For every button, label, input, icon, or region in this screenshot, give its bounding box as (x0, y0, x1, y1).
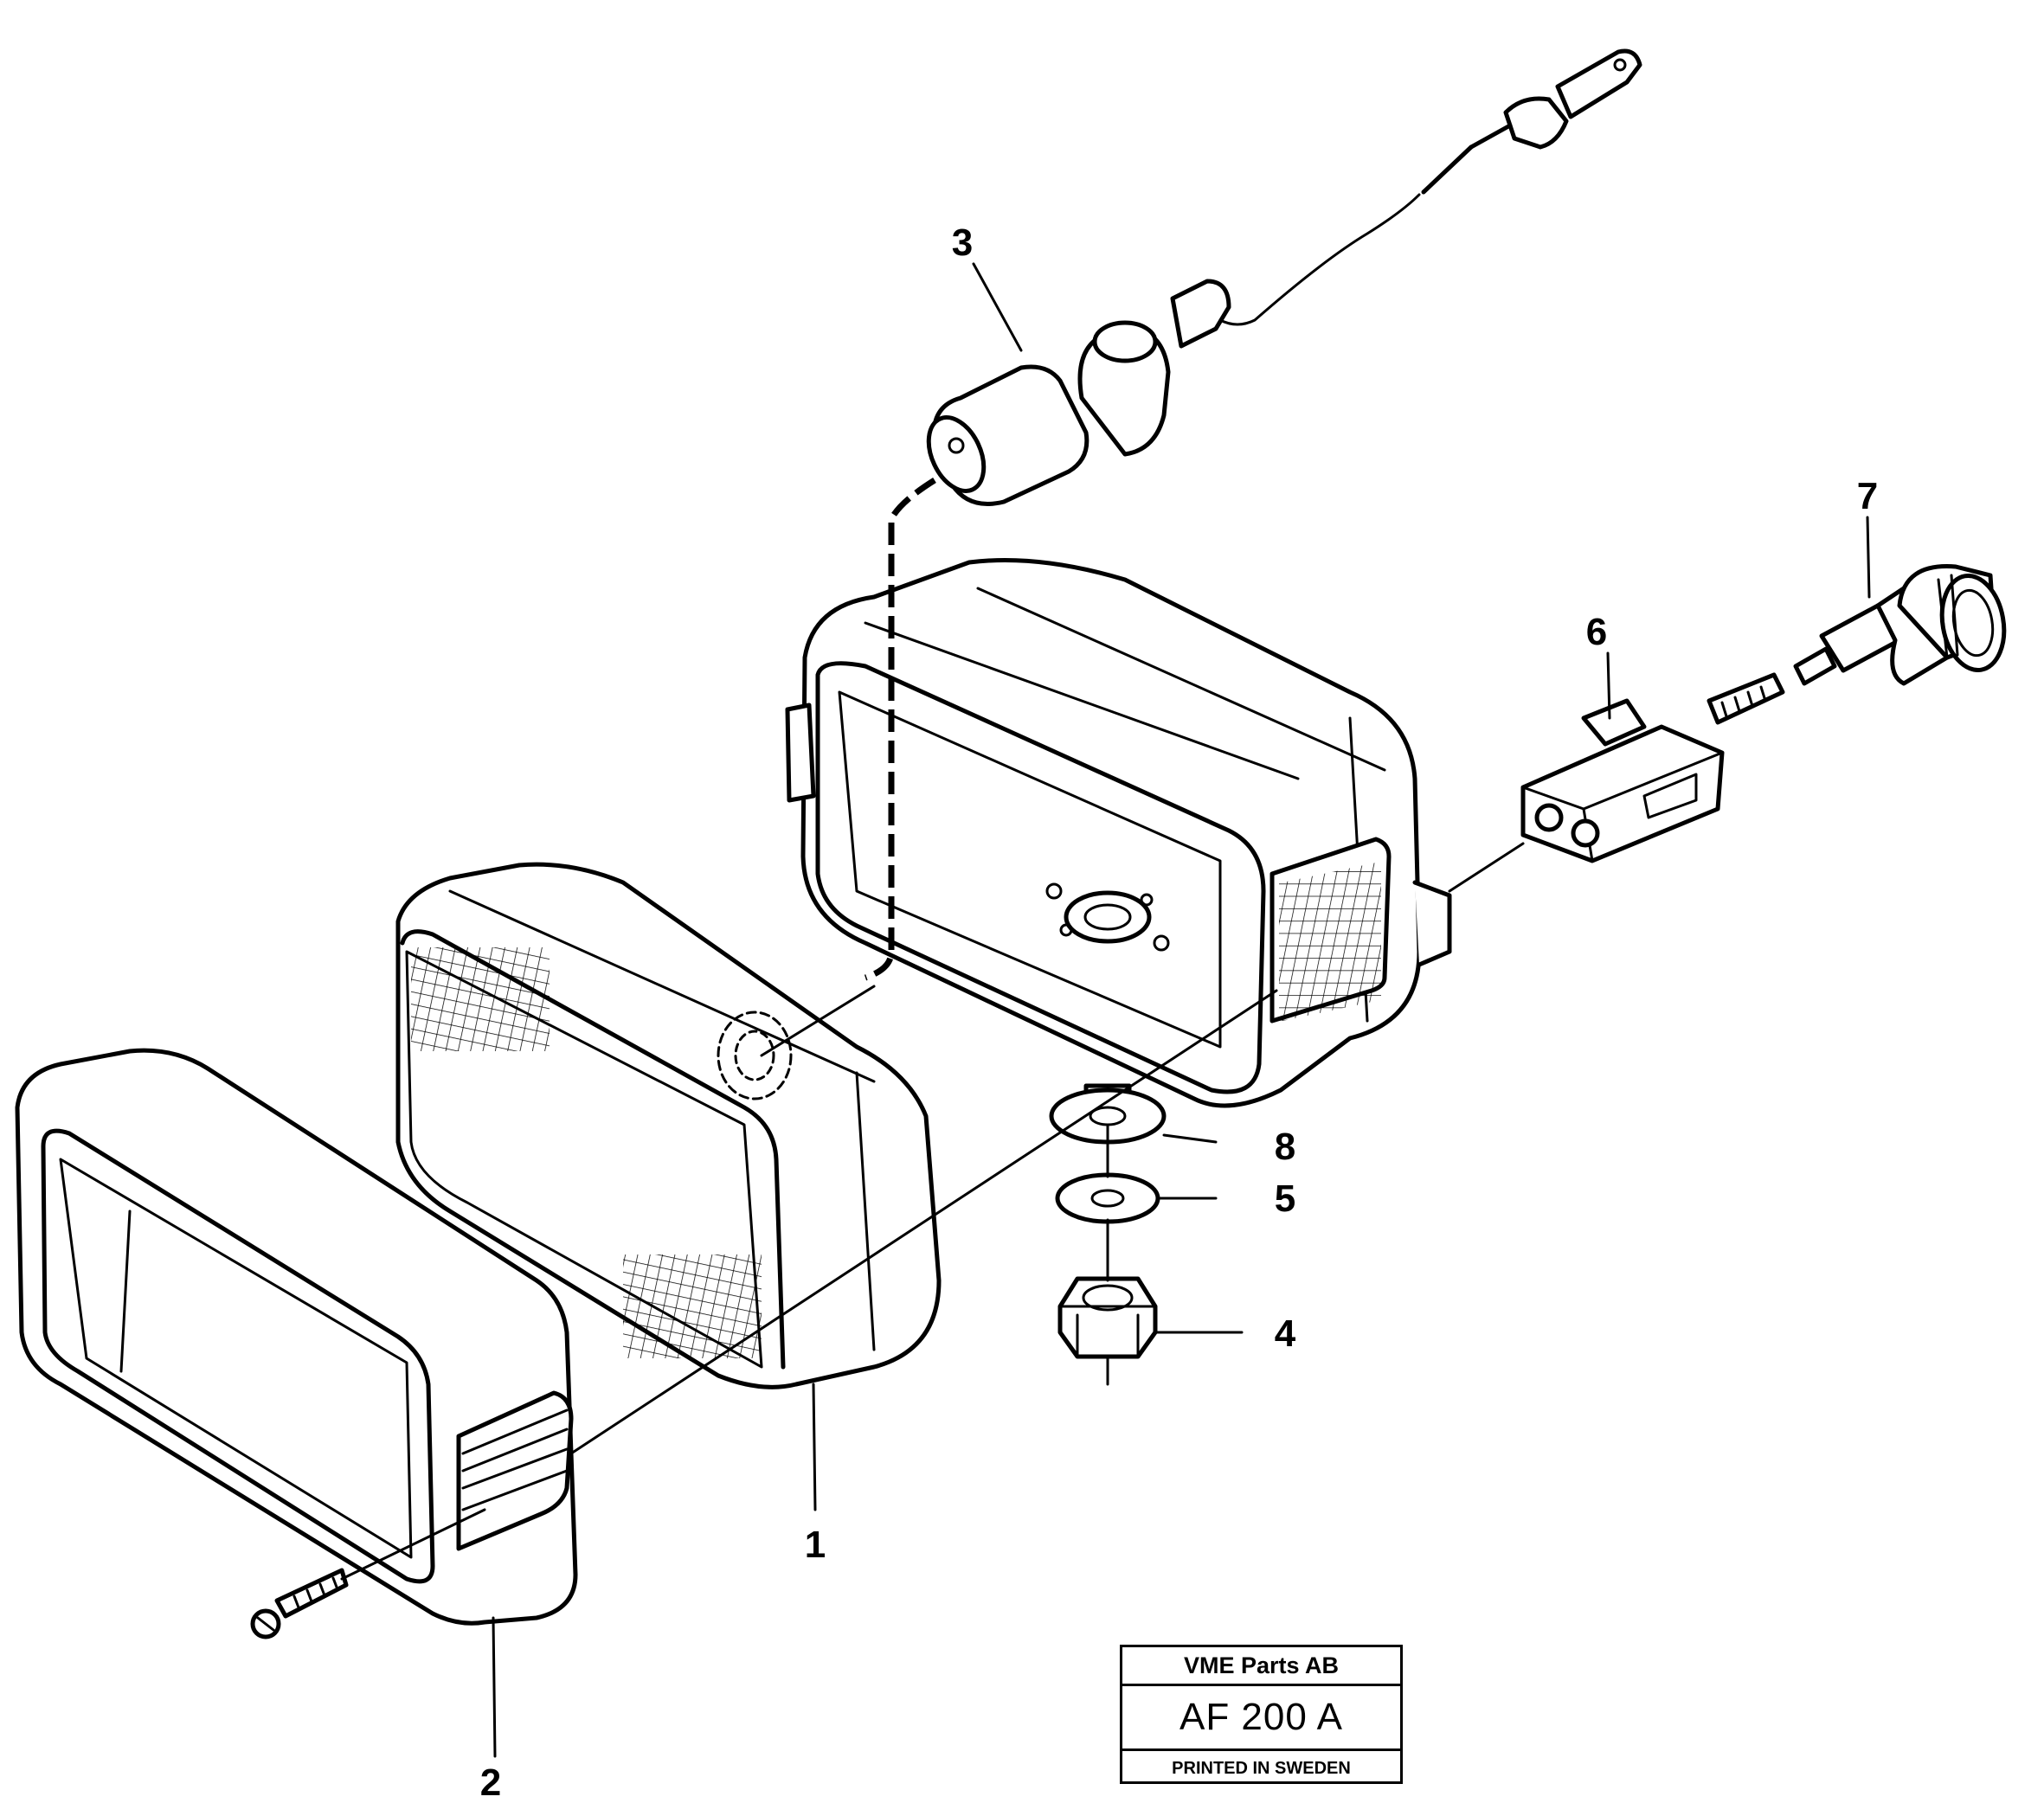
leader-lines (492, 262, 1871, 1758)
leader-2 (492, 1616, 497, 1758)
nut-4 (1057, 1276, 1158, 1359)
bulb-holder (926, 48, 1642, 506)
title-block: VME Parts AB AF 200 A PRINTED IN SWEDEN (1120, 1645, 1403, 1784)
rear-housing (785, 558, 1452, 1108)
leader-7 (1866, 516, 1871, 599)
leader-3 (972, 262, 1023, 352)
elbow-plug (1793, 564, 2007, 686)
connector-axis-line (1448, 842, 1525, 893)
company-name: VME Parts AB (1122, 1647, 1400, 1686)
lens-axis-line (760, 985, 876, 1057)
callout-6: 6 (1586, 611, 1607, 653)
bulb-lead-dashed (864, 478, 936, 981)
drawing-code: AF 200 A (1122, 1686, 1400, 1751)
assembly-axis-line (340, 989, 1278, 1581)
callout-3: 3 (952, 221, 973, 264)
callout-8: 8 (1275, 1126, 1295, 1168)
callout-2: 2 (480, 1761, 501, 1803)
screw (250, 1568, 349, 1639)
printed-note: PRINTED IN SWEDEN (1172, 1759, 1351, 1778)
callout-7: 7 (1857, 475, 1878, 517)
leader-1 (812, 1383, 817, 1511)
lamp-frame (15, 1048, 578, 1626)
lamp-lens (395, 862, 942, 1389)
washer-5 (1055, 1172, 1160, 1224)
leader-8 (1162, 1133, 1218, 1144)
callout-1: 1 (805, 1524, 826, 1566)
callout-5: 5 (1275, 1177, 1295, 1220)
callout-4: 4 (1275, 1312, 1296, 1355)
connector (1520, 672, 1785, 863)
leader-6 (1606, 651, 1611, 720)
